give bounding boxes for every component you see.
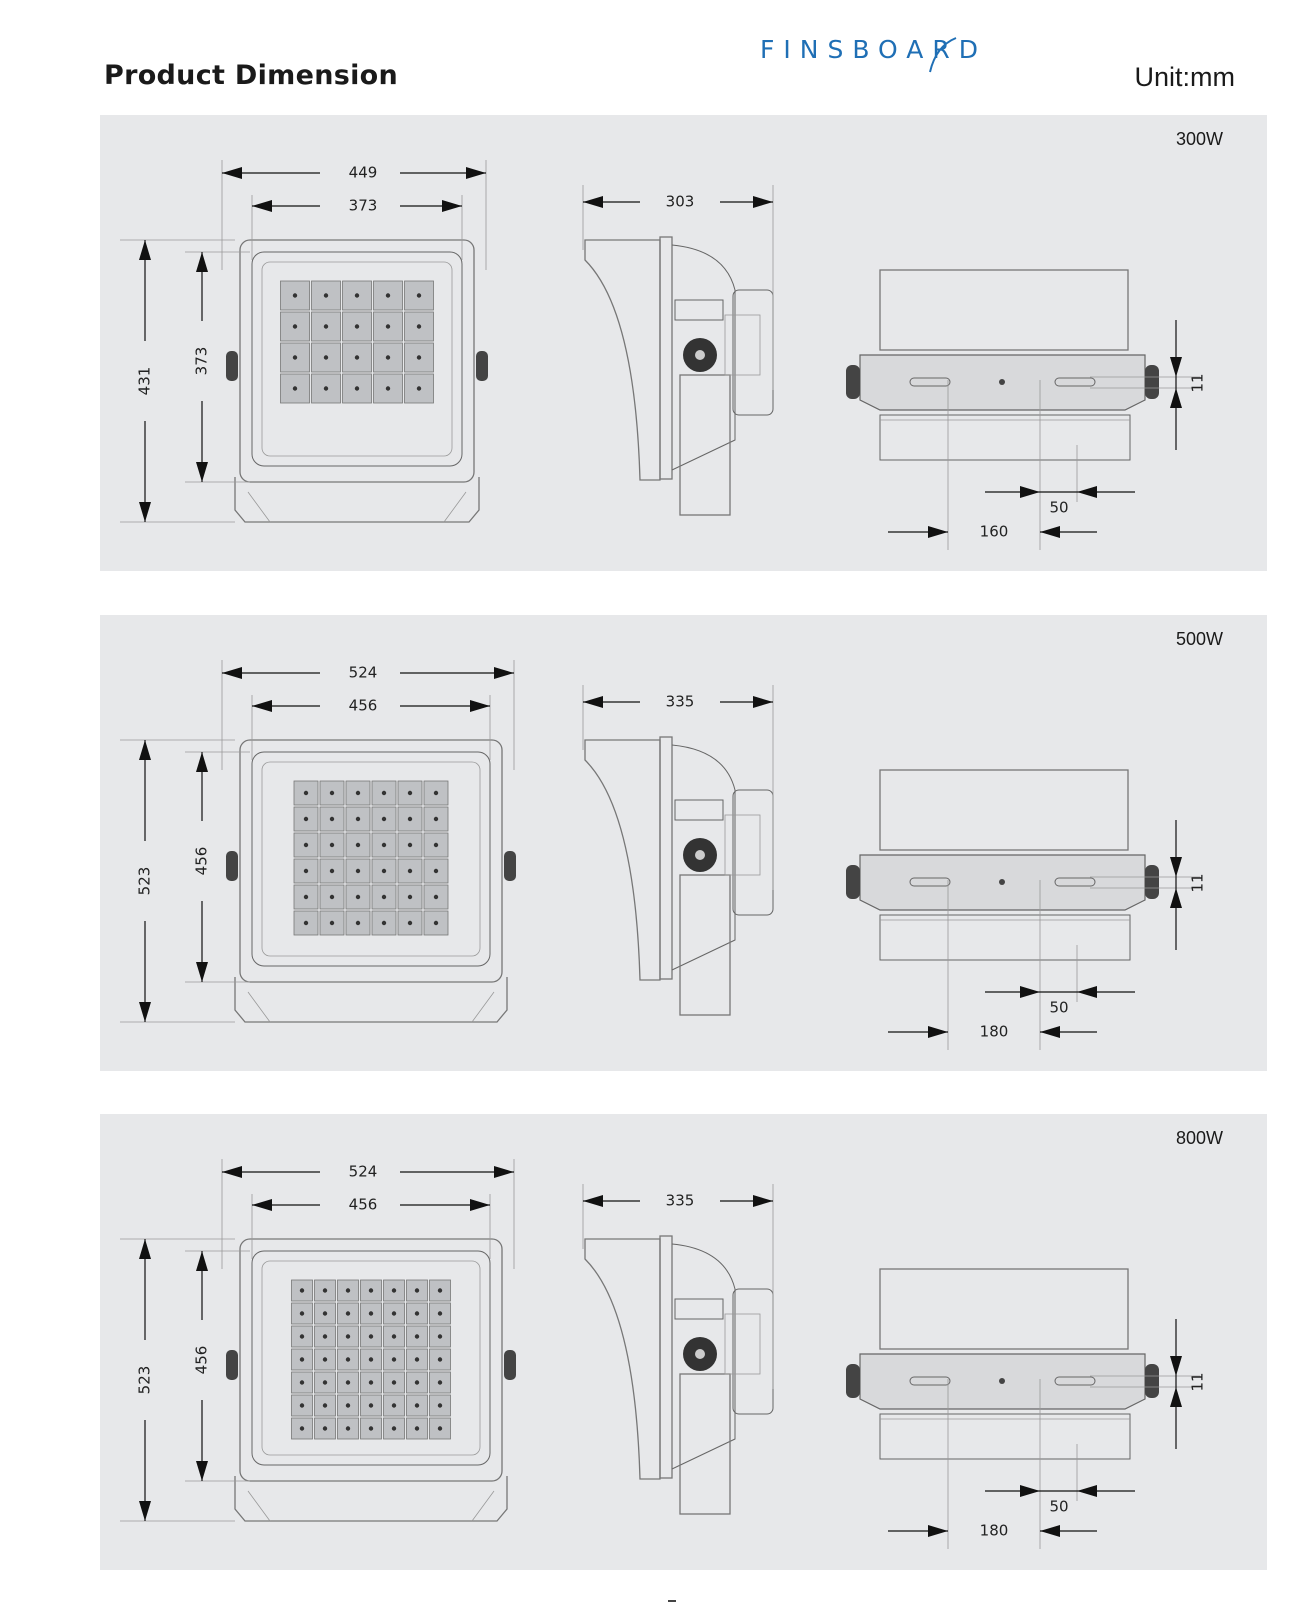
side-view-drawing [584,236,774,516]
side-depth-label: 335 [666,693,695,711]
bracket-thickness-dimension [1170,1319,1182,1449]
bracket-thickness-dimension [1170,320,1182,450]
bracket-thickness-label: 11 [1189,873,1207,892]
side-depth-label: 335 [666,1192,695,1210]
side-view-drawing [584,736,774,1016]
dimension-panel-800w: 800W 524 456 523 456 335 11 50 180 [100,1114,1267,1570]
dimension-panel-500w: 500W 524 456 523 456 335 11 50 180 [100,615,1267,1071]
front-view-drawing [226,739,516,1023]
hole-offset-label: 50 [1049,1498,1068,1516]
hole-offset-label: 50 [1049,499,1068,517]
bracket-view-drawing [846,1268,1159,1460]
led-module-grid [293,780,449,936]
side-depth-label: 303 [666,193,695,211]
front-inner-width-label: 456 [349,1196,378,1214]
hole-spacing-label: 180 [980,1023,1009,1041]
hole-offset-dimension [985,486,1135,498]
front-view-drawing [226,1238,516,1522]
bracket-thickness-label: 11 [1189,373,1207,392]
finsboard-logo: FINSBOARD [760,35,987,73]
front-inner-width-label: 456 [349,697,378,715]
hole-spacing-dimension [888,1525,1097,1537]
led-module-grid [291,1279,451,1440]
front-inner-width-label: 373 [349,197,378,215]
power-rating: 300W [1175,129,1223,149]
page-title: Product Dimension [104,60,399,91]
front-outer-width-label: 449 [349,164,378,182]
front-outer-height-label: 523 [136,1366,154,1395]
hole-offset-label: 50 [1049,999,1068,1017]
front-outer-width-label: 524 [349,1163,378,1181]
dimension-panel-300w: 300W 449 373 431 373 303 11 50 160 [100,115,1267,571]
side-view-drawing [584,1235,774,1515]
hole-spacing-dimension [888,1026,1097,1038]
hole-spacing-dimension [888,526,1097,538]
hole-offset-dimension [985,986,1135,998]
front-inner-height-label: 456 [193,1346,211,1375]
bracket-view-drawing [846,269,1159,461]
bracket-view-drawing [846,769,1159,961]
front-inner-height-label: 456 [193,847,211,876]
hole-offset-dimension [985,1485,1135,1497]
hole-spacing-label: 180 [980,1522,1009,1540]
power-rating: 500W [1175,629,1223,649]
page-number-mark [668,1600,676,1602]
bracket-thickness-label: 11 [1189,1372,1207,1391]
front-outer-height-label: 431 [136,367,154,396]
front-inner-height-label: 373 [193,347,211,376]
bracket-thickness-dimension [1170,820,1182,950]
svg-text:FINSBOARD: FINSBOARD [760,35,987,64]
hole-spacing-label: 160 [980,523,1009,541]
front-outer-width-label: 524 [349,664,378,682]
power-rating: 800W [1175,1128,1223,1148]
front-view-drawing [226,239,488,523]
led-module-grid [280,280,434,404]
front-outer-height-label: 523 [136,867,154,896]
unit-label: Unit:mm [1134,62,1236,92]
